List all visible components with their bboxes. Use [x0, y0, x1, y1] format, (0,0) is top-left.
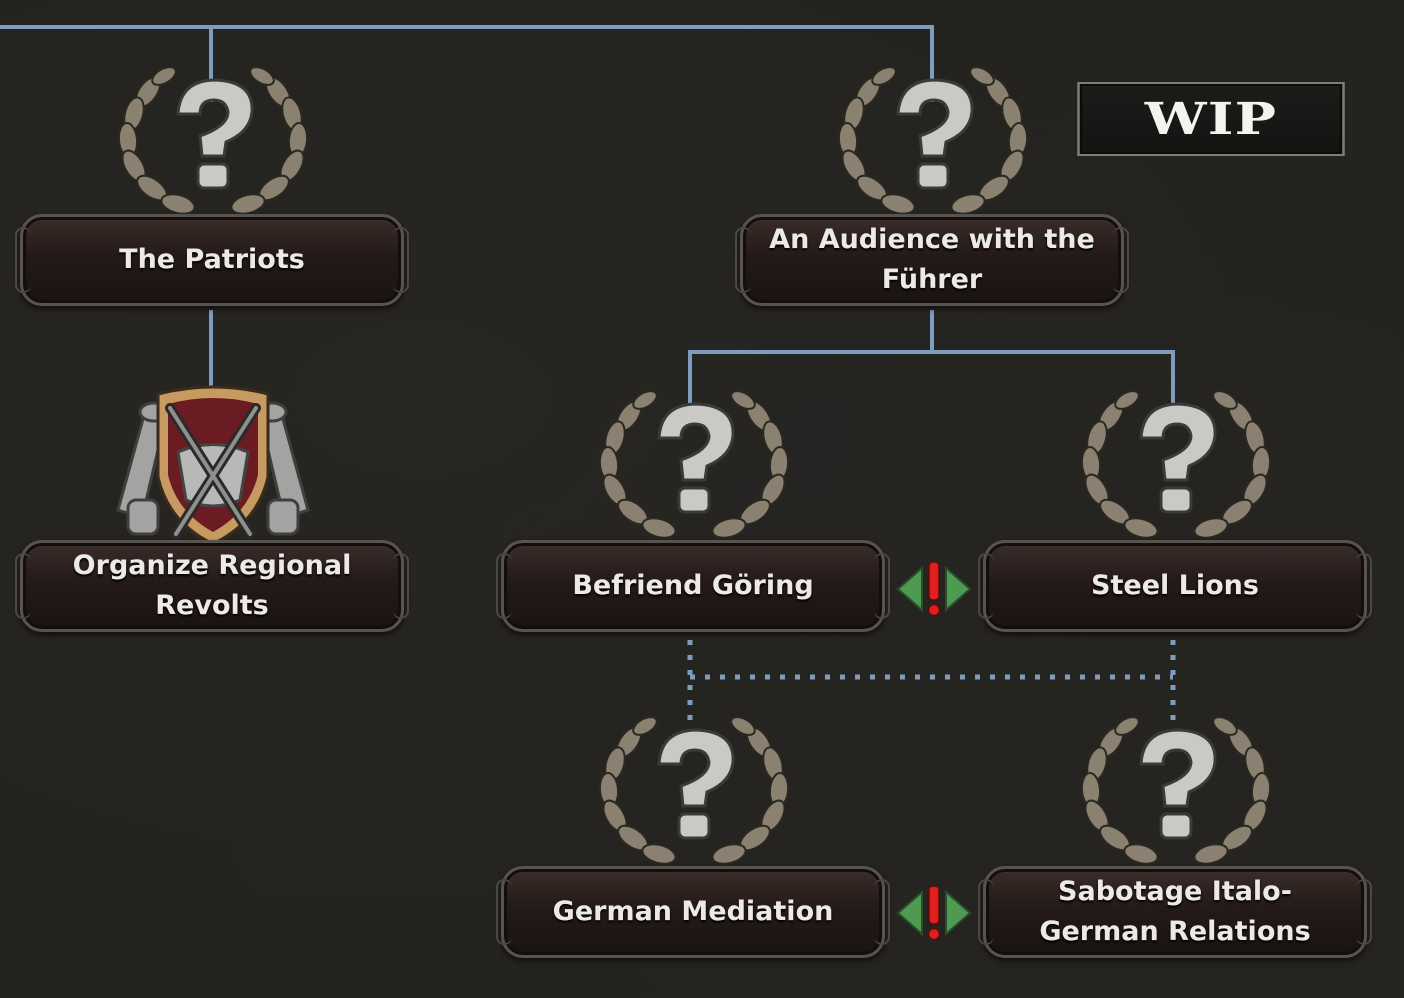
focus-organize-regional-revolts[interactable]: Organize Regional Revolts — [15, 380, 409, 638]
unknown-question-laurel-icon — [589, 702, 799, 872]
focus-title: Organize Regional Revolts — [72, 550, 352, 621]
focus-steel-lions[interactable]: Steel Lions — [978, 374, 1372, 638]
focus-title: Befriend Göring — [572, 570, 814, 601]
focus-label: German Mediation — [496, 866, 890, 958]
focus-sabotage-italo-german-relations[interactable]: Sabotage Italo-German Relations — [978, 700, 1372, 962]
mutually-exclusive-icon — [896, 560, 972, 618]
focus-title: Sabotage Italo-German Relations — [1039, 876, 1311, 947]
focus-title: Steel Lions — [1091, 570, 1259, 601]
wip-badge-text: WIP — [1144, 93, 1278, 145]
unknown-question-laurel-icon — [1071, 376, 1281, 546]
focus-label: Steel Lions — [978, 540, 1372, 632]
connector-audience-to-children — [688, 310, 1175, 424]
focus-title: German Mediation — [552, 896, 834, 927]
unknown-question-laurel-icon — [589, 376, 799, 546]
unknown-question-laurel-icon — [828, 52, 1038, 222]
focus-title: An Audience with the Führer — [769, 224, 1095, 295]
focus-label: Befriend Göring — [496, 540, 890, 632]
unknown-question-laurel-icon — [108, 52, 318, 222]
unknown-question-laurel-icon — [1071, 702, 1281, 872]
focus-befriend-goring[interactable]: Befriend Göring — [496, 374, 890, 638]
focus-label: The Patriots — [15, 214, 409, 306]
focus-the-patriots[interactable]: The Patriots — [15, 50, 409, 312]
focus-title: The Patriots — [119, 244, 305, 275]
focus-label: Organize Regional Revolts — [15, 540, 409, 632]
focus-label: An Audience with the Führer — [735, 214, 1129, 306]
crossed-swords-shield-icon — [108, 382, 318, 552]
focus-label: Sabotage Italo-German Relations — [978, 866, 1372, 958]
mutually-exclusive-icon — [896, 884, 972, 942]
wip-badge: WIP — [1077, 82, 1345, 156]
focus-audience-with-the-fuhrer[interactable]: An Audience with the Führer — [735, 50, 1129, 312]
connector-dotted-links — [687, 640, 1176, 740]
focus-german-mediation[interactable]: German Mediation — [496, 700, 890, 962]
